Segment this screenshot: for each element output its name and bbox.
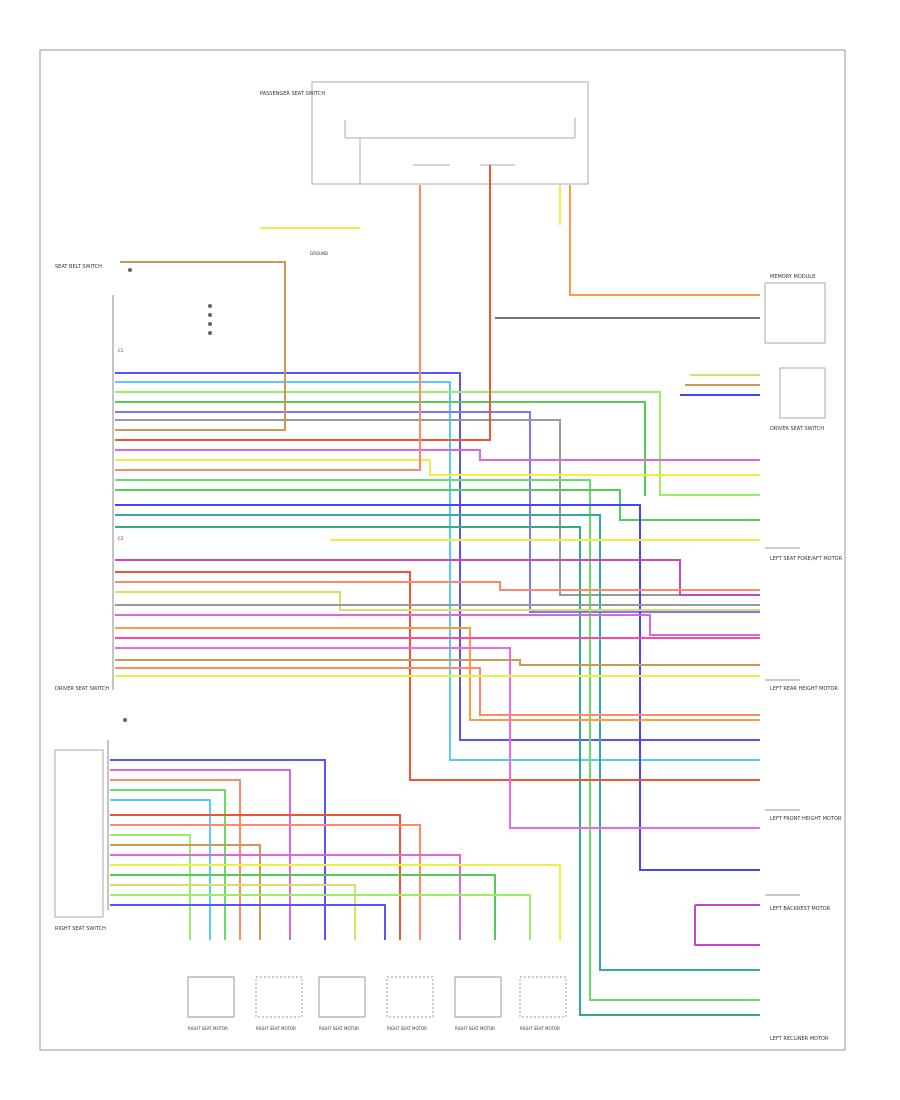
top-module [311, 81, 589, 185]
label-left-front-height-motor: LEFT FRONT HEIGHT MOTOR [770, 816, 842, 822]
label-seat-belt-switch: SEAT BELT SWITCH [55, 264, 102, 270]
motor-boxes [187, 976, 567, 1018]
label-right-motor-2: RIGHT SEAT MOTOR [256, 1026, 296, 1031]
label-left-backrest-motor: LEFT BACKREST MOTOR [770, 906, 831, 912]
wire-bus-middle [115, 539, 760, 829]
label-left-recliner-motor: LEFT RECLINER MOTOR [770, 1036, 829, 1042]
label-passenger-seat-switch: PASSENGER SEAT SWITCH [260, 91, 325, 97]
connector-pins [123, 268, 212, 722]
label-right-motor-3: RIGHT SEAT MOTOR [319, 1026, 359, 1031]
label-left-seat-fore-aft-motor: LEFT SEAT FORE/AFT MOTOR [770, 556, 843, 562]
wire-bus-top [260, 185, 760, 396]
right-component-box-1 [764, 282, 826, 344]
label-driver-seat-switch: DRIVER SEAT SWITCH [55, 686, 109, 692]
wire-bus-lower [110, 759, 561, 940]
left-lower-box [54, 749, 104, 918]
label-left-rear-height-motor: LEFT REAR HEIGHT MOTOR [770, 686, 838, 692]
wire-bus-upper [115, 165, 760, 1016]
label-ground: GROUND [310, 251, 328, 256]
label-connector-c2: C2 [118, 536, 124, 541]
label-right-motor-1: RIGHT SEAT MOTOR [188, 1026, 228, 1031]
right-component-box-2 [779, 367, 826, 419]
wire-bus-right [694, 547, 800, 946]
label-right-motor-6: RIGHT SEAT MOTOR [520, 1026, 560, 1031]
label-memory-module: MEMORY MODULE [770, 274, 815, 280]
label-connector-c1: C1 [118, 348, 124, 353]
label-right-motor-4: RIGHT SEAT MOTOR [387, 1026, 427, 1031]
diagram-border [39, 49, 846, 1051]
label-right-seat-switch: RIGHT SEAT SWITCH [55, 926, 106, 932]
label-driver-seat-switch-right: DRIVER SEAT SWITCH [770, 426, 824, 432]
label-right-motor-5: RIGHT SEAT MOTOR [455, 1026, 495, 1031]
